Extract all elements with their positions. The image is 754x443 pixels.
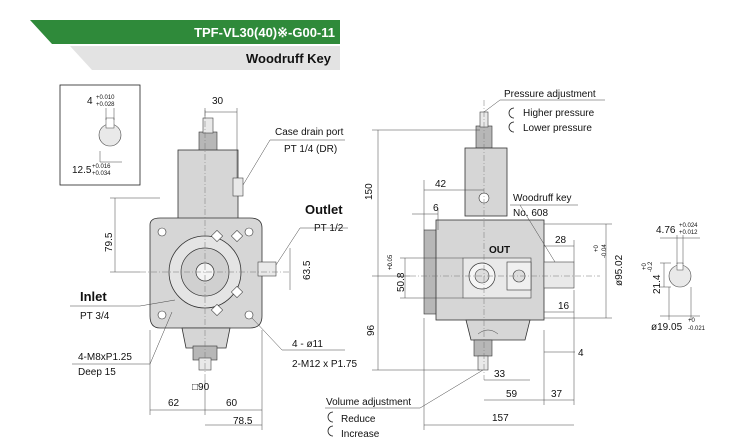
woodruff-key-number: No. 608 <box>513 208 548 219</box>
increase-label: Increase <box>341 429 380 440</box>
dim-95-02: ø95.02 <box>614 254 625 286</box>
mount-tap-label: 2-M12 x P1.75 <box>292 359 357 370</box>
shaft-height-tol-upper: +0 <box>642 262 648 270</box>
mount-hole <box>157 310 167 320</box>
dim-28: 28 <box>555 235 567 246</box>
dim-95-02-tol-upper: +0 <box>594 244 600 252</box>
front-dimensions: 30 79.5 63.5 62 60 78.5 □90 <box>104 96 313 430</box>
dim-95-02-tol-lower: -0.04 <box>602 244 608 258</box>
shaft-key-tol-upper: +0.024 <box>679 223 698 229</box>
front-lower-housing <box>181 327 231 349</box>
mount-hole <box>244 227 254 237</box>
dim-62: 62 <box>168 398 180 409</box>
dim-33: 33 <box>494 369 506 380</box>
side-volume-nut <box>473 339 493 357</box>
dim-63-5: 63.5 <box>302 260 313 280</box>
shaft-height-tol-lower: -0.2 <box>648 261 654 272</box>
key-width-tol-lower: +0.028 <box>96 102 115 108</box>
outlet-label: Outlet <box>305 202 343 217</box>
dim-78-5: 78.5 <box>233 416 253 427</box>
dim-42: 42 <box>435 179 447 190</box>
dim-59: 59 <box>506 389 518 400</box>
out-marking: OUT <box>489 245 510 256</box>
dim-50-8-tol-lower: +0 <box>388 262 394 270</box>
key-detail-box: 4 +0.010 +0.028 12.5 +0.016 +0.034 <box>59 84 141 186</box>
shaft-height: 21.4 <box>652 274 663 294</box>
shaft-key-width: 4.76 <box>656 225 676 236</box>
shaft-end-view: 4.76 +0.024 +0.012 21.4 +0 -0.2 ø19.05 +… <box>642 223 706 333</box>
inlet-spec: PT 3/4 <box>80 311 110 322</box>
key-depth-tol-lower: +0.034 <box>92 171 111 177</box>
front-upper-housing <box>177 149 239 221</box>
side-dimensions: 150 96 42 6 50.8 +0.05 +0 28 ø95.02 +0 -… <box>364 129 625 430</box>
shaft-key-tol-lower: +0.012 <box>679 230 698 236</box>
key-depth-tol-upper: +0.016 <box>92 164 111 170</box>
inlet-label: Inlet <box>80 289 107 304</box>
side-labels: Pressure adjustment Higher pressure Lowe… <box>325 89 605 440</box>
outlet-port <box>257 261 277 277</box>
pressure-adjustment-label: Pressure adjustment <box>504 89 596 100</box>
dim-157: 157 <box>492 413 509 424</box>
drain-port-boss <box>232 177 244 197</box>
dim-150: 150 <box>364 183 375 200</box>
case-drain-label: Case drain port <box>275 127 344 138</box>
dim-50-8: 50.8 <box>396 272 407 292</box>
key-width-tol-upper: +0.010 <box>96 95 115 101</box>
key-depth-value: 12.5 <box>72 165 92 176</box>
dim-79-5: 79.5 <box>104 232 115 252</box>
volume-adjustment-label: Volume adjustment <box>326 397 411 408</box>
side-shaft <box>543 261 575 289</box>
side-lower-housing <box>465 319 531 341</box>
higher-pressure-label: Higher pressure <box>523 108 595 119</box>
detail-frame <box>59 84 141 186</box>
reduce-label: Reduce <box>341 414 376 425</box>
dim-16: 16 <box>558 301 570 312</box>
front-adjuster-screw <box>202 117 214 134</box>
thread-spec: 4-M8xP1.25 <box>78 352 132 363</box>
dim-square-90: □90 <box>192 382 210 393</box>
key-slot <box>105 117 115 129</box>
mount-hole <box>157 227 167 237</box>
thread-depth: Deep 15 <box>78 367 116 378</box>
side-volume-screw <box>477 355 489 371</box>
side-upper-housing <box>464 147 508 217</box>
mount-hole <box>244 310 254 320</box>
dim-60: 60 <box>226 398 238 409</box>
shaft-dia-tol-lower: -0.021 <box>688 326 706 332</box>
front-labels: Case drain port PT 1/4 (DR) Outlet PT 1/… <box>70 127 357 378</box>
case-drain-spec: PT 1/4 (DR) <box>284 144 337 155</box>
mount-holes-label: 4 - ø11 <box>292 339 323 350</box>
dim-30: 30 <box>212 96 224 107</box>
woodruff-key-label: Woodruff key <box>513 193 572 204</box>
key-width-value: 4 <box>87 96 93 107</box>
front-adjuster-nut <box>198 131 218 153</box>
lower-pressure-label: Lower pressure <box>523 123 592 134</box>
outlet-spec: PT 1/2 <box>314 223 344 234</box>
subtitle-bar <box>70 46 340 70</box>
model-title: TPF-VL30(40)※-G00-11 <box>194 25 335 40</box>
dim-6: 6 <box>433 203 439 214</box>
shaft-diameter: ø19.05 <box>651 322 683 333</box>
title-bar <box>30 20 340 44</box>
dim-4: 4 <box>578 348 584 359</box>
shaft-dia-tol-upper: +0 <box>688 318 696 324</box>
shaft-key-slot <box>676 262 684 271</box>
variant-title: Woodruff Key <box>246 51 332 66</box>
dim-96: 96 <box>366 324 377 336</box>
dim-37: 37 <box>551 389 563 400</box>
front-view <box>140 110 290 380</box>
title-block: TPF-VL30(40)※-G00-11 Woodruff Key <box>30 20 340 70</box>
side-view: OUT <box>410 100 600 380</box>
dim-50-8-tol-upper: +0.05 <box>388 254 394 270</box>
